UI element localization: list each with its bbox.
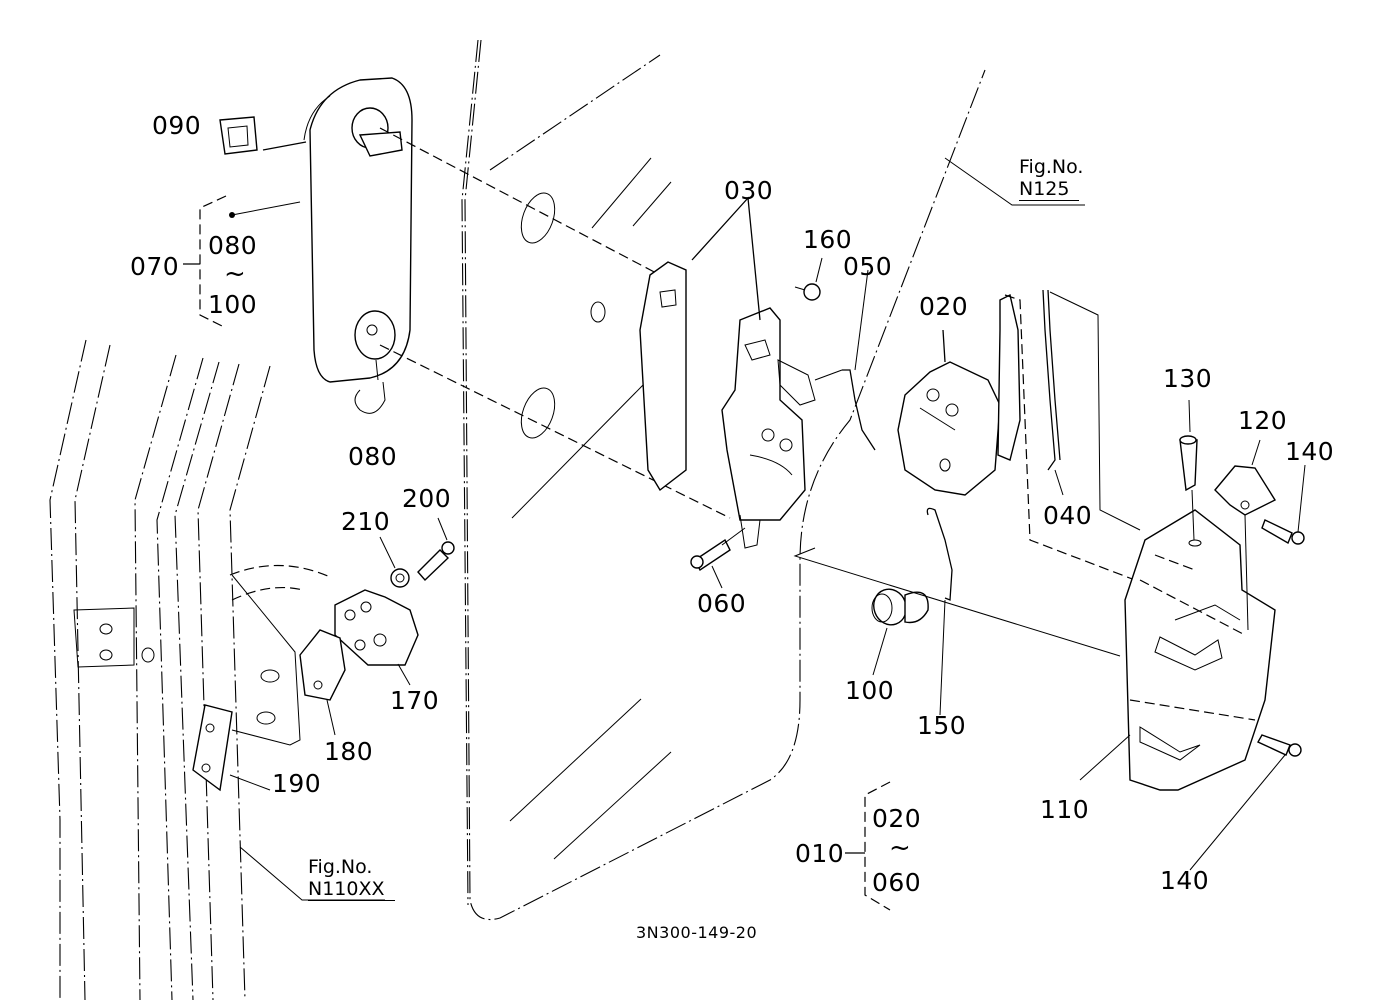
- fig-ref-n110xx-line2: N110XX: [308, 878, 395, 901]
- label-070-range-end: 100: [208, 290, 258, 319]
- label-190: 190: [272, 769, 322, 798]
- label-140-bottom: 140: [1160, 866, 1210, 895]
- screw-060: [690, 527, 746, 589]
- plate-170: [334, 589, 419, 686]
- label-010: 010: [795, 839, 845, 868]
- label-020: 020: [919, 292, 969, 321]
- bolt-160: [794, 257, 823, 301]
- fig-ref-n110xx: Fig.No. N110XX: [308, 856, 395, 901]
- label-030: 030: [724, 176, 774, 205]
- label-040: 040: [1043, 501, 1093, 530]
- label-170: 170: [390, 686, 440, 715]
- label-160: 160: [803, 225, 853, 254]
- drawing-code: 3N300-149-20: [636, 923, 758, 942]
- inner-handle: [219, 77, 731, 519]
- screw-140-bottom: [1189, 734, 1302, 871]
- cap-120: [1214, 439, 1277, 631]
- rod-040: [1042, 289, 1141, 531]
- cover-110: [1079, 509, 1276, 791]
- screw-140-top: [1261, 464, 1306, 545]
- label-210: 210: [341, 507, 391, 536]
- grommet-130: [1179, 399, 1198, 541]
- fig-ref-n110xx-line1: Fig.No.: [308, 856, 373, 878]
- label-200: 200: [402, 484, 452, 513]
- label-110: 110: [1040, 795, 1090, 824]
- label-080: 080: [348, 442, 398, 471]
- cab-frame: [49, 339, 385, 1001]
- label-140-top: 140: [1285, 437, 1335, 466]
- label-060: 060: [697, 589, 747, 618]
- lock-020: [897, 293, 1136, 581]
- label-150: 150: [917, 711, 967, 740]
- label-010-range-end: 060: [872, 868, 922, 897]
- label-120: 120: [1238, 406, 1288, 435]
- door-glass: [461, 39, 986, 921]
- bolt-200: [417, 517, 455, 582]
- label-050: 050: [843, 252, 893, 281]
- bracket-010: [845, 781, 891, 911]
- plate-190: [192, 704, 271, 792]
- plate-180: [299, 629, 346, 736]
- fig-ref-n125-line2: N125: [1019, 178, 1080, 201]
- label-130: 130: [1163, 364, 1213, 393]
- label-010-range-start: 020: [872, 804, 922, 833]
- bracket-070: [183, 195, 227, 329]
- label-010-range-sep: ~: [889, 833, 911, 863]
- washer-210: [379, 536, 410, 588]
- cylinder-100: [793, 547, 1121, 676]
- rod-050: [814, 269, 876, 451]
- fig-ref-n125-line1: Fig.No.: [1019, 156, 1084, 178]
- label-180: 180: [324, 737, 374, 766]
- fig-n125-leader: [944, 157, 1085, 206]
- plate-030: [639, 196, 816, 549]
- label-100: 100: [845, 676, 895, 705]
- label-070-range-start: 080: [208, 231, 258, 260]
- label-070: 070: [130, 252, 180, 281]
- rod-150: [926, 507, 953, 716]
- label-070-range-sep: ~: [224, 259, 246, 289]
- label-090: 090: [152, 111, 202, 140]
- fig-ref-n125: Fig.No. N125: [1019, 156, 1084, 201]
